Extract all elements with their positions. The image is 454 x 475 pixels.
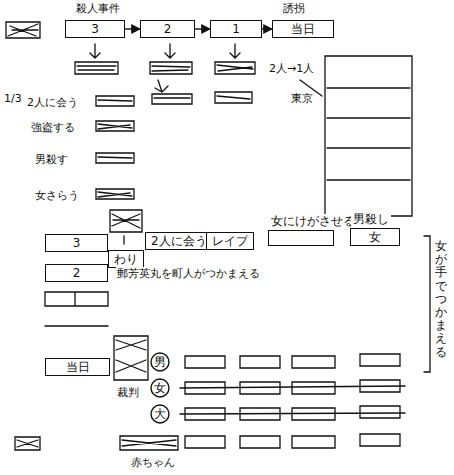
sketch-label: 殺人事件 [75, 2, 121, 15]
box-text: 女 [154, 381, 166, 395]
person-circle: 大 [150, 404, 170, 424]
person-circle: 男 [150, 352, 170, 372]
box-text: 男 [154, 355, 166, 369]
scene-box: 男殺し女 [350, 228, 400, 246]
box-text: わり [114, 252, 138, 266]
vertical-note: 女が手でつかまえる [435, 240, 447, 359]
box-text: レイプ [212, 234, 248, 248]
sketch-label: 強盗する [30, 121, 76, 134]
sketch-label: 東京 [290, 92, 314, 105]
sketch-label: 郵芳英丸を町人がつかまえる [116, 267, 261, 280]
box-text: 3 [91, 22, 99, 36]
sketch-label: 誘拐 [282, 2, 306, 15]
box-text: 当日 [291, 22, 315, 36]
sketch-label: 2人→1人 [268, 62, 315, 75]
box-text: 3 [73, 236, 81, 250]
sketch-label: 女さらう [34, 189, 80, 202]
row-box: 3 [45, 234, 108, 252]
event-box: 3 [65, 20, 125, 38]
sketch-label: 男殺す [34, 153, 69, 166]
flow-arrow [125, 28, 140, 29]
day-box: 当日 [272, 20, 334, 38]
box-text: 当日 [66, 360, 90, 374]
box-heading: 女にけがさせる [269, 214, 357, 228]
scene-box: レイプ [206, 232, 254, 250]
event-box: 1 [210, 20, 262, 38]
box-text: 2人に会う [151, 234, 207, 248]
sketch-label: 裁判 [116, 386, 140, 399]
box-text: 大 [154, 407, 166, 421]
box-heading: 男殺し [351, 212, 391, 226]
box-text: 1 [232, 22, 240, 36]
row-box: 当日 [45, 358, 110, 376]
scene-box: 女にけがさせる [268, 230, 334, 246]
flow-arrow [262, 28, 272, 29]
note-box: わり [108, 250, 144, 268]
person-circle: 女 [150, 378, 170, 398]
flow-arrow [195, 28, 210, 29]
event-box: 2 [140, 20, 195, 38]
sketch-label: 1/3 [3, 92, 23, 105]
sketch-label: 赤ちゃん [130, 456, 176, 469]
box-text: 2 [164, 22, 172, 36]
box-text: 2 [73, 266, 81, 280]
row-box: 2 [45, 264, 108, 282]
box-text: 女 [369, 230, 381, 244]
sketch-label: 2人に会う [26, 96, 79, 109]
scene-box: 2人に会う [145, 232, 213, 250]
